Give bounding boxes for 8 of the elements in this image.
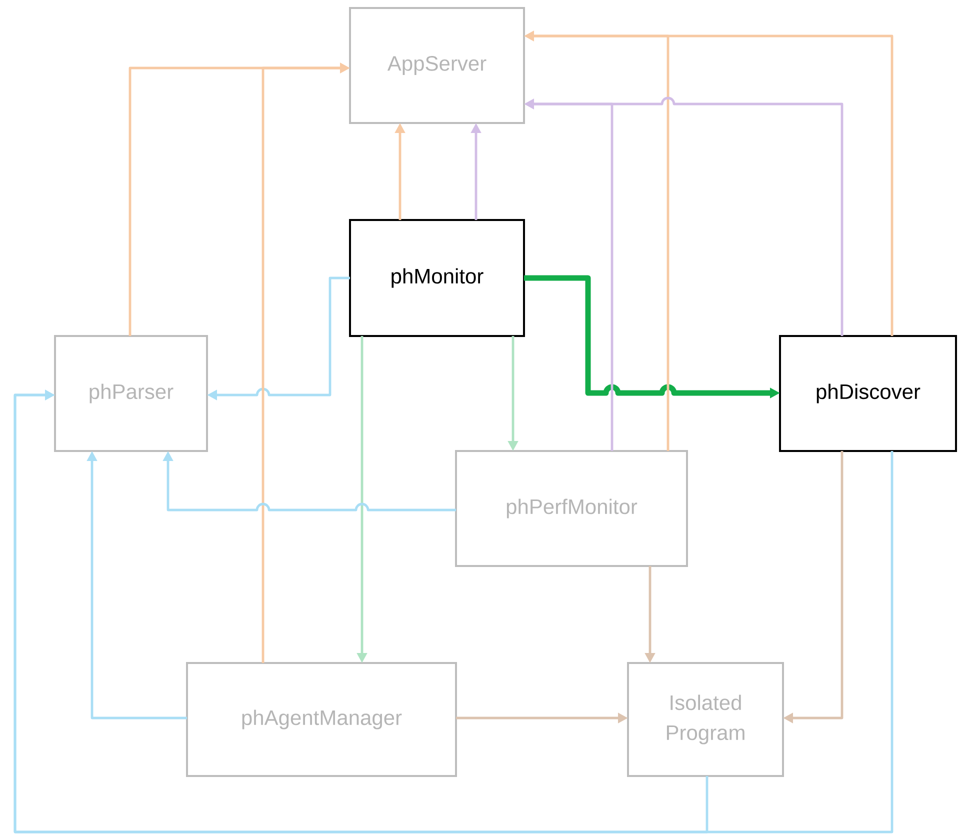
process-box: phAgentManager	[186, 662, 457, 777]
process-box: phPerfMonitor	[455, 450, 688, 567]
process-box: Isolated Program	[627, 662, 784, 777]
process-box: phParser	[54, 335, 208, 452]
process-box: AppServer	[349, 7, 525, 124]
process-box: phDiscover	[779, 335, 957, 452]
process-box: phMonitor	[349, 219, 525, 337]
arrow	[14, 390, 894, 834]
